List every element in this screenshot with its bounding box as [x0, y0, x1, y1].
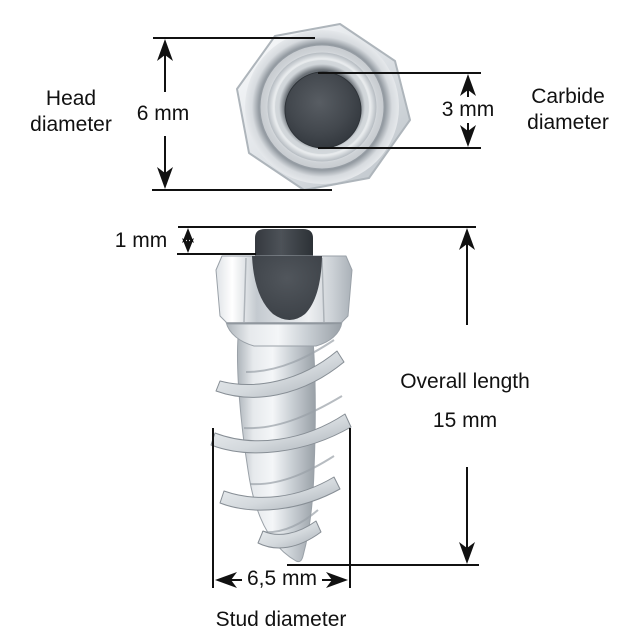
overall-length-label: Overall length: [395, 369, 535, 395]
head-diameter-dimension: [152, 37, 332, 191]
carbide-core-top: [284, 71, 362, 149]
stud-top-view: [236, 23, 411, 191]
thread-shadows: [243, 339, 343, 534]
protrusion-dimension: [177, 226, 476, 255]
overall-length-dimension: [287, 228, 479, 566]
stud-side-view: [210, 229, 353, 563]
collar: [225, 321, 343, 347]
carbide-core-side: [252, 256, 322, 320]
head-diameter-label: Head diameter: [30, 87, 112, 136]
head-ring-highlight: [260, 45, 384, 169]
stud-diameter-label: Stud diameter: [215, 608, 347, 631]
hex-facet-right: [321, 257, 325, 323]
carbide-diameter-label: Carbide diameter: [527, 85, 609, 134]
stud-diameter-value: 6,5 mm: [241, 566, 323, 592]
carbide-diameter-value: 3 mm: [436, 97, 500, 123]
head-ring-shadow: [275, 60, 369, 154]
carbide-pin: [255, 229, 313, 262]
head-diameter-value: 6 mm: [131, 101, 195, 127]
carbide-diameter-dimension: [318, 72, 481, 149]
thread-flights: [210, 350, 352, 549]
hex-facet-left: [243, 257, 247, 323]
overall-length-value: 15 mm: [427, 408, 503, 434]
protrusion-value: 1 mm: [114, 229, 168, 252]
